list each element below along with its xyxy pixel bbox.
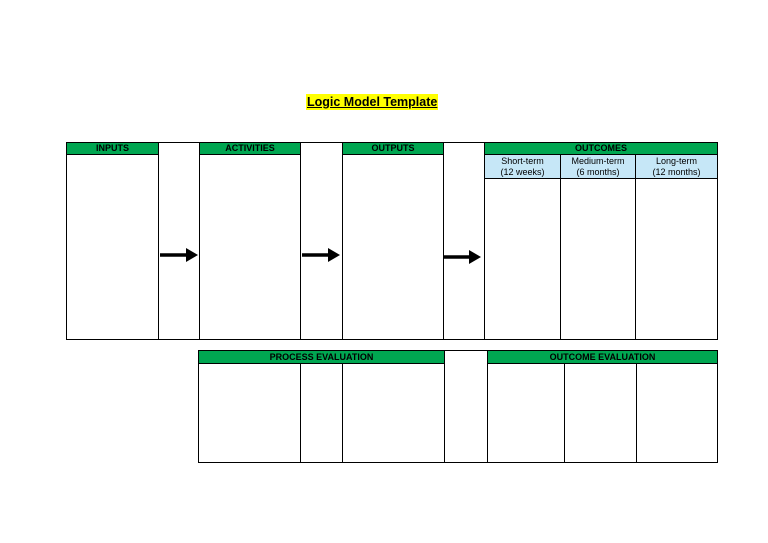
outcome-term-short: Short-term (12 weeks) — [484, 154, 561, 179]
process-eval-cell-2[interactable] — [300, 363, 343, 463]
outcome-short-cell[interactable] — [484, 178, 561, 340]
outcome-term-label: Short-term — [501, 156, 544, 166]
outcome-term-medium: Medium-term (6 months) — [560, 154, 636, 179]
arrow-right-icon — [443, 250, 481, 264]
outcome-term-duration: (12 weeks) — [500, 167, 545, 177]
outcome-eval-cell-2[interactable] — [564, 363, 637, 463]
arrow-gap-3 — [443, 142, 485, 340]
evaluation-gap — [444, 350, 488, 463]
activities-cell[interactable] — [199, 154, 301, 340]
outcome-term-duration: (6 months) — [576, 167, 620, 177]
process-eval-cell-3[interactable] — [342, 363, 445, 463]
outcome-medium-cell[interactable] — [560, 178, 636, 340]
arrow-right-icon — [160, 248, 198, 262]
outcome-eval-cell-1[interactable] — [487, 363, 565, 463]
outcome-term-label: Medium-term — [571, 156, 625, 166]
outcome-evaluation-header: OUTCOME EVALUATION — [487, 350, 718, 364]
process-evaluation-header: PROCESS EVALUATION — [198, 350, 445, 364]
inputs-cell[interactable] — [66, 154, 159, 340]
outcome-term-long: Long-term (12 months) — [635, 154, 718, 179]
arrow-gap-2 — [300, 142, 343, 340]
outcome-term-label: Long-term — [655, 156, 698, 166]
outcome-long-cell[interactable] — [635, 178, 718, 340]
arrow-gap-1 — [158, 142, 200, 340]
arrow-right-icon — [302, 248, 340, 262]
outcome-eval-cell-3[interactable] — [636, 363, 718, 463]
page-title: Logic Model Template — [306, 94, 439, 110]
outputs-cell[interactable] — [342, 154, 444, 340]
process-eval-cell-1[interactable] — [198, 363, 301, 463]
outcome-term-duration: (12 months) — [652, 167, 701, 177]
